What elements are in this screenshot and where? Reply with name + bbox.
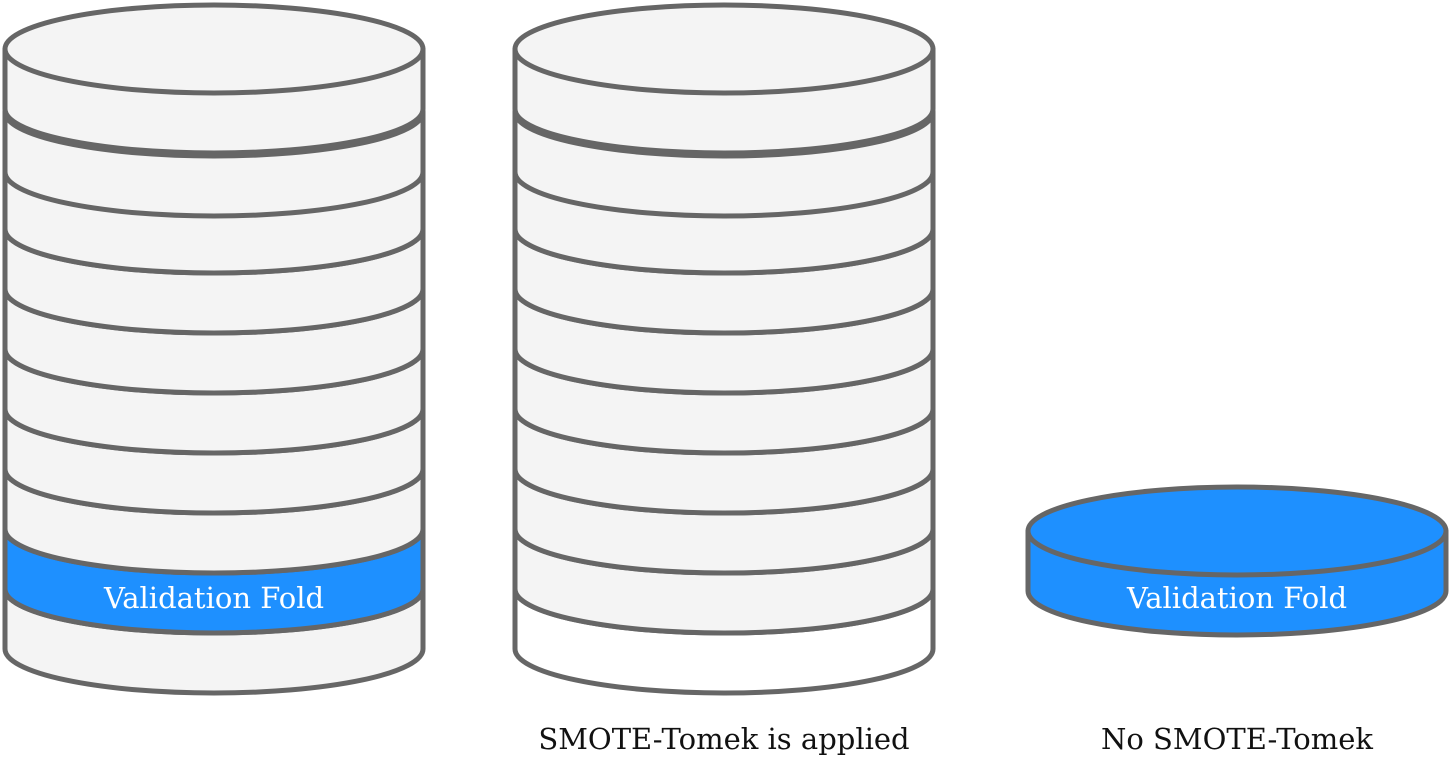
smote-tomek-training-stack bbox=[512, 2, 936, 696]
validation-fold-stack bbox=[1025, 484, 1449, 638]
middle-stack-layer-1 bbox=[512, 2, 936, 156]
left-validation-fold-label: Validation Fold bbox=[103, 581, 324, 615]
full-dataset-stack bbox=[2, 2, 426, 696]
right-validation-fold-label: Validation Fold bbox=[1126, 581, 1347, 615]
smote-tomek-applied-caption: SMOTE-Tomek is applied bbox=[538, 722, 909, 756]
left-stack-layer-1 bbox=[2, 2, 426, 156]
right-stack-layer-1 bbox=[1025, 484, 1449, 638]
no-smote-tomek-caption: No SMOTE-Tomek bbox=[1101, 722, 1373, 756]
